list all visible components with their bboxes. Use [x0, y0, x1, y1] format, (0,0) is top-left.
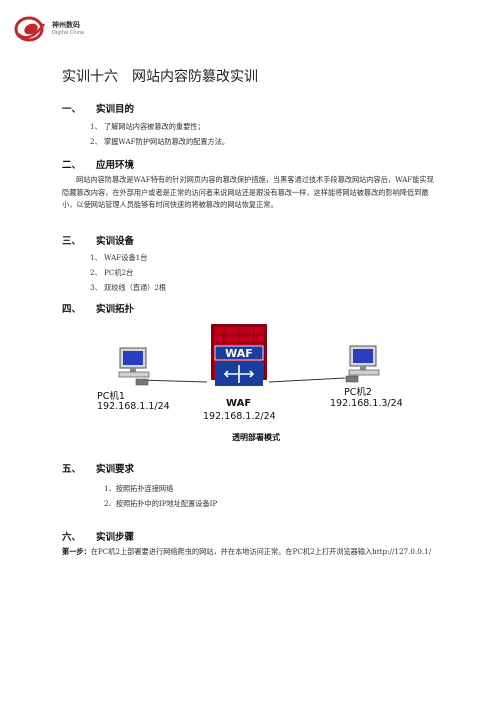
list-item: 2、 PC机2台 [90, 268, 134, 277]
waf-name-label: WAF [226, 398, 252, 409]
section-heading-3: 三、 实训设备 [62, 233, 134, 247]
section-heading-6: 六、 实训步骤 [62, 529, 134, 543]
section-title: 实训要求 [96, 464, 135, 475]
list-item: 1、按照拓扑连接网络 [104, 484, 174, 493]
waf-device-icon: WAF [211, 324, 267, 386]
section-heading-5: 五、 实训要求 [62, 461, 134, 475]
link-waf-pc2 [268, 377, 346, 383]
deployment-mode-label: 透明部署模式 [232, 433, 280, 442]
page-title: 实训十六 网站内容防篡改实训 [62, 69, 258, 85]
list-item: 2、按照拓扑中的IP地址配置设备IP [104, 499, 218, 508]
section-title: 应用环境 [96, 160, 135, 171]
pc2-ip-label: 192.168.1.3/24 [330, 398, 403, 409]
pc2-name-label: PC机2 [344, 387, 372, 398]
logo-mark-icon [14, 16, 46, 42]
logo-name-cn: 神州数码 [52, 21, 80, 29]
pc1-computer-icon [118, 347, 150, 386]
pc2-computer-icon [345, 345, 380, 383]
network-topology-diagram: WAF [118, 324, 380, 386]
company-logo: 神州数码 Digital China [14, 14, 94, 46]
section-title: 实训拓扑 [96, 304, 135, 315]
waf-badge-text: WAF [225, 347, 253, 360]
section-number: 五、 [62, 464, 82, 475]
paragraph: 网站内容防篡改是WAF特有的针对网页内容的篡改保护措施，当黑客通过技术手段篡改网… [62, 175, 434, 209]
section-heading-1: 一、 实训目的 [62, 101, 134, 115]
section-number: 六、 [62, 532, 82, 543]
section-title: 实训步骤 [96, 532, 135, 543]
list-item: 1、 WAF设备1台 [90, 253, 148, 262]
section-heading-2: 二、 应用环境 [62, 157, 134, 171]
waf-arrows-icon [223, 365, 255, 383]
step-text: 在PC机2上部署要进行网络爬虫的网站，并在本地访问正常。在PC机2上打开浏览器输… [90, 547, 432, 556]
logo-name-en: Digital China [52, 30, 85, 36]
list-item: 3、 双绞线（直通）2根 [90, 283, 167, 292]
section-number: 二、 [62, 160, 82, 171]
step-label: 第一步： [62, 547, 91, 556]
section-title: 实训目的 [96, 104, 135, 115]
section-number: 四、 [62, 304, 82, 315]
section-title: 实训设备 [96, 236, 135, 247]
section-number: 一、 [62, 104, 82, 115]
list-item: 1、 了解网站内容被篡改的重要性； [90, 122, 205, 131]
pc1-name-label: PC机1 [97, 391, 125, 402]
list-item: 2、 掌握WAF防护网站防篡改的配置方法。 [90, 137, 230, 146]
step-1-paragraph: 第一步：在PC机2上部署要进行网络爬虫的网站，并在本地访问正常。在PC机2上打开… [62, 546, 438, 559]
section-heading-4: 四、 实训拓扑 [62, 301, 134, 315]
pc1-ip-label: 192.168.1.1/24 [97, 401, 170, 412]
waf-ip-label: 192.168.1.2/24 [203, 411, 276, 422]
link-pc1-waf [137, 379, 208, 383]
section-number: 三、 [62, 236, 82, 247]
